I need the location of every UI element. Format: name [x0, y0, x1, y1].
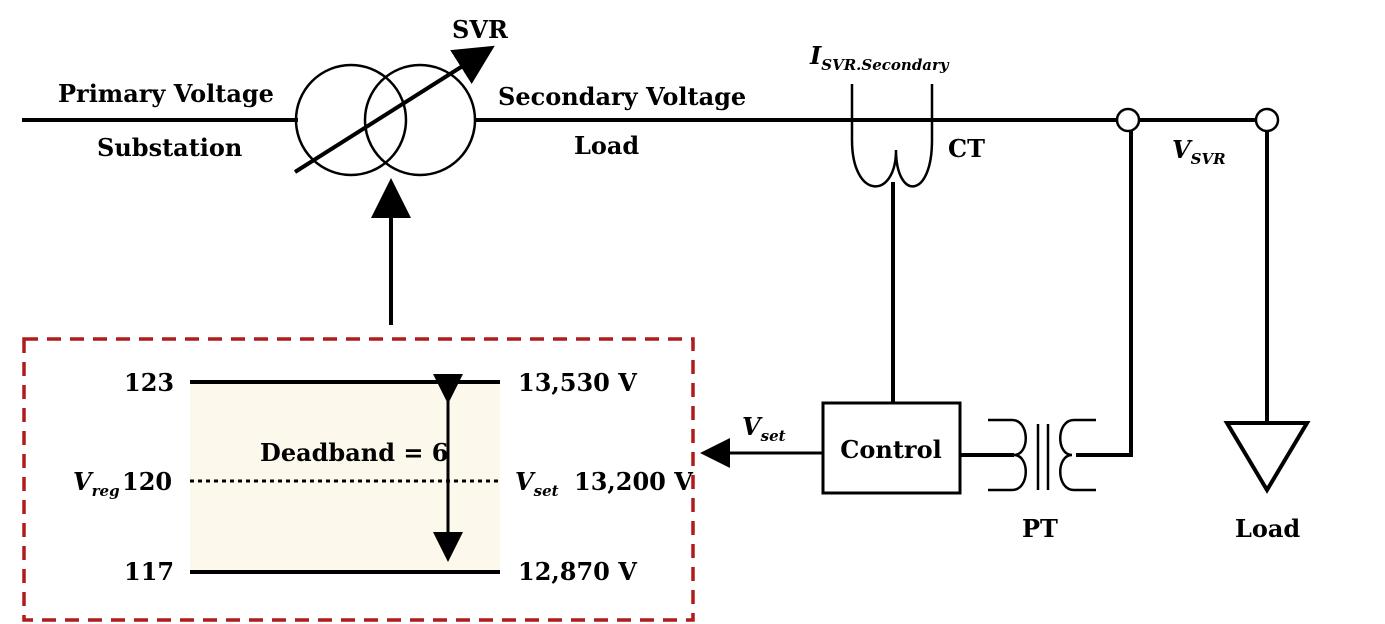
- secondary-voltage-label: Secondary Voltage: [498, 82, 746, 111]
- svr-transformer-symbol: [293, 45, 495, 177]
- load-label-upper: Load: [574, 131, 639, 160]
- deadband-box-border: [22, 337, 695, 622]
- svr-label: SVR: [452, 15, 509, 44]
- v-reg-label: Vreg: [73, 467, 120, 500]
- deadband-band: [190, 382, 500, 572]
- lower-value-label: 117: [124, 557, 174, 586]
- load-label-lower: Load: [1235, 514, 1300, 543]
- v-svr-label: VSVR: [1172, 135, 1226, 168]
- load-symbol: [1223, 421, 1311, 494]
- ct-label: CT: [948, 134, 985, 163]
- upper-value-label: 123: [124, 368, 174, 397]
- vset-arrow-label: Vset: [742, 412, 786, 445]
- ct-symbol: [850, 84, 934, 188]
- set-voltage-label: 13,200 V: [574, 467, 693, 496]
- substation-label: Substation: [97, 133, 242, 162]
- control-box: [821, 401, 962, 495]
- control-label: Control: [840, 435, 941, 464]
- primary-voltage-label: Primary Voltage: [58, 79, 274, 108]
- current-label: ISVR.Secondary: [809, 41, 950, 74]
- lower-voltage-label: 12,870 V: [518, 557, 637, 586]
- pt-label: PT: [1022, 514, 1058, 543]
- upper-voltage-label: 13,530 V: [518, 368, 637, 397]
- mid-value-label: 120: [122, 467, 172, 496]
- deadband-label: Deadband = 6: [260, 438, 449, 467]
- bus-node-2: [1254, 107, 1280, 133]
- pt-sense-wire: [1076, 131, 1133, 457]
- v-set-label: Vset: [515, 467, 559, 500]
- bus-node-1: [1115, 107, 1141, 133]
